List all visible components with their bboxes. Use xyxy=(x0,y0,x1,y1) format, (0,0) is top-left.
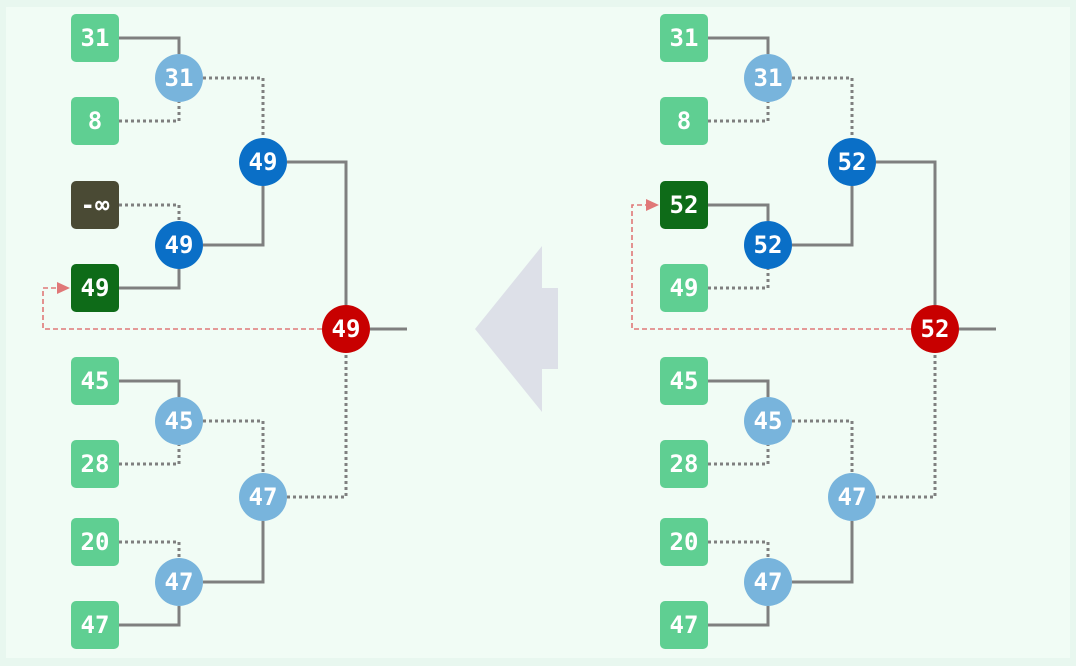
connector-leaf-6-after xyxy=(708,445,770,466)
tree-after: 31 8 52 49 45 28 20 47 31 52 45 47 52 47 52 xyxy=(631,14,996,649)
leaf-node-5-after-label: 45 xyxy=(670,367,699,395)
connector-leaf-4-after xyxy=(708,269,770,290)
connector-leaf-3-before xyxy=(119,203,181,221)
internal-node-l1-3-after xyxy=(744,397,792,445)
feedback-arrowhead-icon xyxy=(646,199,659,211)
leaf-node-8-before-label: 47 xyxy=(81,611,110,639)
leaf-node-3-before xyxy=(71,181,119,229)
leaf-node-4-before-label: 49 xyxy=(81,274,110,302)
feedback-arrow-before xyxy=(42,287,322,330)
leaf-node-4-before xyxy=(71,264,119,312)
internal-node-l1-4-after-label: 47 xyxy=(754,568,783,596)
leaf-node-2-after xyxy=(660,97,708,145)
internal-node-l2-2-before-label: 47 xyxy=(249,483,278,511)
connector-leaf-2-after xyxy=(708,102,770,123)
internal-node-l1-3-after-label: 45 xyxy=(754,407,783,435)
connector-leaf-5-after xyxy=(708,379,770,397)
internal-node-l1-1-before-label: 31 xyxy=(165,64,194,92)
root-node-before-label: 49 xyxy=(332,315,361,343)
connector-leaf-3-after xyxy=(708,203,770,221)
connector-l1-4-before xyxy=(203,521,265,584)
internal-node-l2-2-after-label: 47 xyxy=(838,483,867,511)
leaf-node-3-before-label: -∞ xyxy=(81,191,110,219)
connector-leaf-1-before xyxy=(119,36,181,54)
internal-node-l1-4-before xyxy=(155,558,203,606)
leaf-node-1-after xyxy=(660,14,708,62)
leaf-node-1-after-label: 31 xyxy=(670,24,699,52)
connector-l2-2-before xyxy=(287,353,348,499)
connector-l2-2-after xyxy=(876,353,937,499)
internal-node-l1-3-before xyxy=(155,397,203,445)
tree-before: 31 8 -∞ 49 45 28 20 47 31 49 45 47 49 47 49 xyxy=(42,14,407,649)
internal-node-l2-1-after-label: 52 xyxy=(838,148,867,176)
internal-node-l1-4-before-label: 47 xyxy=(165,568,194,596)
internal-node-l1-2-before xyxy=(155,221,203,269)
internal-node-l1-2-after xyxy=(744,221,792,269)
leaf-node-6-before-label: 28 xyxy=(81,450,110,478)
connector-leaf-7-after xyxy=(708,540,770,558)
internal-node-l2-2-before xyxy=(239,473,287,521)
root-node-before xyxy=(322,305,370,353)
internal-node-l1-3-before-label: 45 xyxy=(165,407,194,435)
leaf-node-3-after-label: 52 xyxy=(670,191,699,219)
connector-l1-1-before xyxy=(203,76,265,138)
connector-l1-3-after xyxy=(792,419,854,473)
connector-leaf-8-after xyxy=(708,606,770,627)
tournament-tree-diagram: 31 8 -∞ 49 45 28 20 47 31 49 45 47 49 47 49 31 8 52 49 45 2… xyxy=(42,14,996,649)
leaf-node-5-before xyxy=(71,357,119,405)
connector-leaf-2-before xyxy=(119,102,181,123)
internal-node-l2-2-after xyxy=(828,473,876,521)
connector-leaf-1-after xyxy=(708,36,770,54)
internal-node-l2-1-before xyxy=(239,138,287,186)
leaf-node-2-after-label: 8 xyxy=(677,107,691,135)
connector-leaf-6-before xyxy=(119,445,181,466)
leaf-node-6-after xyxy=(660,440,708,488)
feedback-arrow-after xyxy=(631,204,911,330)
internal-node-l1-1-before xyxy=(155,54,203,102)
connector-l2-1-after xyxy=(876,160,937,305)
internal-node-l1-2-before-label: 49 xyxy=(165,231,194,259)
root-node-after xyxy=(911,305,959,353)
internal-node-l1-4-after xyxy=(744,558,792,606)
leaf-node-2-before xyxy=(71,97,119,145)
connector-l1-1-after xyxy=(792,76,854,138)
leaf-node-3-after xyxy=(660,181,708,229)
connector-l1-4-after xyxy=(792,521,854,584)
root-node-after-label: 52 xyxy=(921,315,950,343)
diagram-canvas: 31 8 -∞ 49 45 28 20 47 31 49 45 47 49 47 49 31 8 52 49 45 2… xyxy=(6,7,1070,658)
leaf-node-7-before-label: 20 xyxy=(81,528,110,556)
connector-l1-3-before xyxy=(203,419,265,473)
connector-leaf-8-before xyxy=(119,606,181,627)
connector-l2-1-before xyxy=(287,160,348,305)
leaf-node-5-before-label: 45 xyxy=(81,367,110,395)
leaf-node-7-after xyxy=(660,518,708,566)
leaf-node-8-before xyxy=(71,601,119,649)
leaf-node-4-after-label: 49 xyxy=(670,274,699,302)
internal-node-l2-1-after xyxy=(828,138,876,186)
internal-node-l2-1-before-label: 49 xyxy=(249,148,278,176)
leaf-node-8-after-label: 47 xyxy=(670,611,699,639)
leaf-node-8-after xyxy=(660,601,708,649)
connector-leaf-5-before xyxy=(119,379,181,397)
leaf-node-4-after xyxy=(660,264,708,312)
leaf-node-2-before-label: 8 xyxy=(88,107,102,135)
connector-l1-2-after xyxy=(792,186,854,247)
leaf-node-7-before xyxy=(71,518,119,566)
leaf-node-5-after xyxy=(660,357,708,405)
feedback-arrowhead-icon xyxy=(57,282,70,294)
connector-leaf-7-before xyxy=(119,540,181,558)
leaf-node-1-before xyxy=(71,14,119,62)
leaf-node-6-after-label: 28 xyxy=(670,450,699,478)
leaf-node-7-after-label: 20 xyxy=(670,528,699,556)
leaf-node-6-before xyxy=(71,440,119,488)
internal-node-l1-1-after-label: 31 xyxy=(754,64,783,92)
left-arrow-icon xyxy=(475,246,558,412)
internal-node-l1-1-after xyxy=(744,54,792,102)
leaf-node-1-before-label: 31 xyxy=(81,24,110,52)
internal-node-l1-2-after-label: 52 xyxy=(754,231,783,259)
connector-l1-2-before xyxy=(203,186,265,247)
connector-leaf-4-before xyxy=(119,269,181,290)
